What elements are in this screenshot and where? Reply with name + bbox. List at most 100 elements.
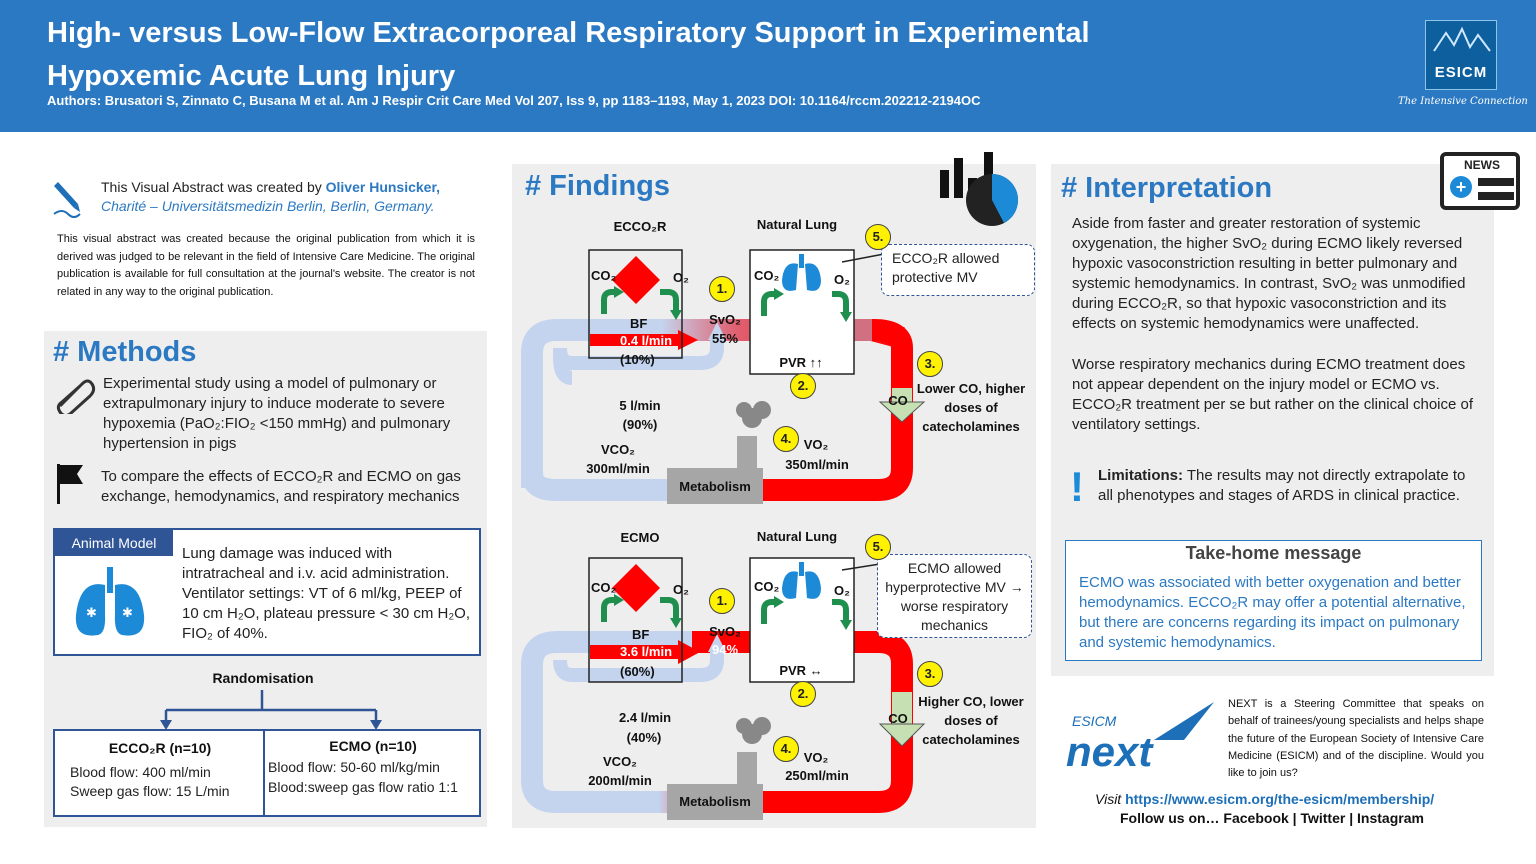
randomisation-arrows (160, 690, 382, 730)
ecmo-circuit-diagram (521, 557, 926, 820)
membership-link[interactable]: https://www.esicm.org/the-esicm/membersh… (1125, 791, 1435, 807)
lung-label-bottom: Natural Lung (756, 529, 838, 544)
outcome-bottom: Higher CO, lower doses of catecholamines (918, 694, 1024, 747)
marker-2-top: 2. (790, 373, 816, 399)
marker-1-bottom: 1. (709, 588, 735, 614)
chart-icon (940, 152, 1018, 226)
vco2-value-bottom: 200ml/min (588, 773, 652, 788)
creator-name: Oliver Hunsicker, (325, 179, 441, 195)
metabolism-label-bottom: Metabolism (679, 794, 751, 809)
device-label-top: ECCO₂R (613, 219, 667, 234)
interpretation-paragraph-1: Aside from faster and greater restoratio… (1072, 215, 1466, 332)
group-ecco2r-line2: Sweep gas flow: 15 L/min (70, 783, 230, 799)
bf-percent-bottom: (60%) (620, 664, 655, 679)
group-ecmo-title: ECMO (n=10) (329, 738, 417, 754)
lung-co2-label-top: CO₂ (754, 268, 780, 283)
marker-4-bottom: 4. (773, 736, 799, 762)
vo2-value-top: 350ml/min (785, 457, 849, 472)
plus-icon: + (1450, 176, 1472, 198)
co-label-top: CO (888, 393, 908, 408)
esicm-logo[interactable] (1425, 20, 1497, 90)
bf-label-top: BF (630, 316, 648, 331)
follow-line[interactable]: Follow us on… Facebook | Twitter | Insta… (1120, 810, 1424, 826)
logo-tagline: The Intensive Connection (1398, 96, 1528, 107)
svg-text:✱: ✱ (86, 606, 97, 621)
creator-credit: This Visual Abstract was created by Oliv… (101, 178, 440, 216)
flow-label-bottom: 2.4 l/min (618, 710, 672, 725)
next-description: NEXT is a Steering Committee that speaks… (1228, 698, 1484, 780)
groups-box (53, 729, 481, 817)
flow-percent-top: (90%) (622, 417, 658, 432)
bf-value-top: 0.4 l/min (619, 333, 673, 348)
vco2-value-top: 300ml/min (586, 461, 650, 476)
lungs-icon: ✱✱ (75, 567, 145, 636)
next-logo-big: next (1066, 728, 1154, 775)
svo2-value-bottom: 94% (711, 642, 739, 657)
co2-label-bottom: CO₂ (591, 580, 617, 595)
creator-prefix: This Visual Abstract was created by (101, 179, 326, 195)
vco2-label-top: VCO₂ (601, 442, 635, 457)
takehome-box (1065, 540, 1482, 661)
next-logo-small: ESICM (1072, 713, 1117, 729)
group-ecmo-line2: Blood:sweep gas flow ratio 1:1 (268, 779, 458, 795)
authors-line: Authors: Brusatori S, Zinnato C, Busana … (47, 93, 981, 108)
methods-title: # Methods (53, 336, 197, 368)
vo2-label-bottom: VO₂ (803, 750, 829, 765)
marker-2-bottom: 2. (790, 681, 816, 707)
marker-3-bottom: 3. (917, 661, 943, 687)
bf-value-bottom: 3.6 l/min (619, 644, 673, 659)
marker-1-top: 1. (709, 276, 735, 302)
pvr-label-top: PVR ↑↑ (779, 355, 823, 370)
svg-text:✱: ✱ (122, 606, 133, 621)
header-banner (0, 0, 1536, 132)
news-line-1 (1478, 178, 1514, 186)
bf-percent-top: (10%) (620, 352, 655, 367)
exclamation-icon: ! (1070, 463, 1084, 510)
newspaper-icon: NEWS + (1440, 152, 1520, 210)
svo2-label-bottom: SvO₂ (709, 624, 741, 639)
creator-affiliation: Charité – Universitätsmedizin Berlin, Be… (101, 198, 435, 214)
marker-5-bottom: 5. (865, 534, 891, 560)
svo2-value-top: 55% (711, 331, 739, 346)
marker-5-top: 5. (865, 224, 891, 250)
news-line-2 (1478, 192, 1514, 200)
paperclip-icon (56, 379, 96, 414)
outcome-top: Lower CO, higher doses of catecholamines (916, 381, 1026, 434)
limitations: Limitations: The results may not directl… (1098, 466, 1478, 506)
pen-icon (53, 182, 81, 218)
flow-label-top: 5 l/min (619, 398, 661, 413)
methods-item-2: To compare the effects of ECCO₂R and ECM… (101, 468, 461, 505)
flow-percent-bottom: (40%) (626, 730, 662, 745)
limitations-label: Limitations: (1098, 467, 1183, 484)
pvr-label-bottom: PVR ↔ (779, 663, 823, 678)
groups-divider (263, 731, 265, 815)
metabolism-label-top: Metabolism (679, 479, 751, 494)
takehome-title: Take-home message (1185, 543, 1362, 563)
o2-label-bottom: O₂ (673, 582, 689, 597)
group-ecco2r-line1: Blood flow: 400 ml/min (70, 764, 211, 780)
lung-o2-label-top: O₂ (834, 272, 850, 287)
randomisation-label: Randomisation (212, 670, 314, 686)
logo-wave-icon (1433, 26, 1491, 52)
lung-o2-label-bottom: O₂ (834, 583, 850, 598)
animal-model-label: Animal Model (55, 530, 173, 556)
vo2-value-bottom: 250ml/min (785, 768, 849, 783)
co2-label-top: CO₂ (591, 268, 617, 283)
group-ecmo-line1: Blood flow: 50-60 ml/kg/min (268, 759, 440, 775)
vo2-label-top: VO₂ (803, 437, 829, 452)
co-label-bottom: CO (888, 711, 908, 726)
takehome-text: ECMO was associated with better oxygenat… (1079, 574, 1466, 651)
visit-line: Visit https://www.esicm.org/the-esicm/me… (1095, 791, 1434, 807)
lung-co2-label-bottom: CO₂ (754, 579, 780, 594)
vco2-label-bottom: VCO₂ (603, 754, 637, 769)
device-label-bottom: ECMO (620, 530, 660, 545)
disclaimer: This visual abstract was created because… (57, 233, 475, 298)
animal-model-text: Lung damage was induced with intratrache… (182, 545, 471, 642)
bf-label-bottom: BF (632, 627, 650, 642)
methods-item-1: Experimental study using a model of pulm… (103, 375, 451, 452)
interpretation-paragraph-2: Worse respiratory mechanics during ECMO … (1072, 356, 1474, 433)
next-logo[interactable]: ESICM next (1064, 700, 1220, 776)
note-box-top: ECCO₂R allowed protective MV (881, 244, 1035, 296)
ecco2r-circuit-diagram (521, 249, 926, 504)
svo2-label-top: SvO₂ (709, 312, 741, 327)
